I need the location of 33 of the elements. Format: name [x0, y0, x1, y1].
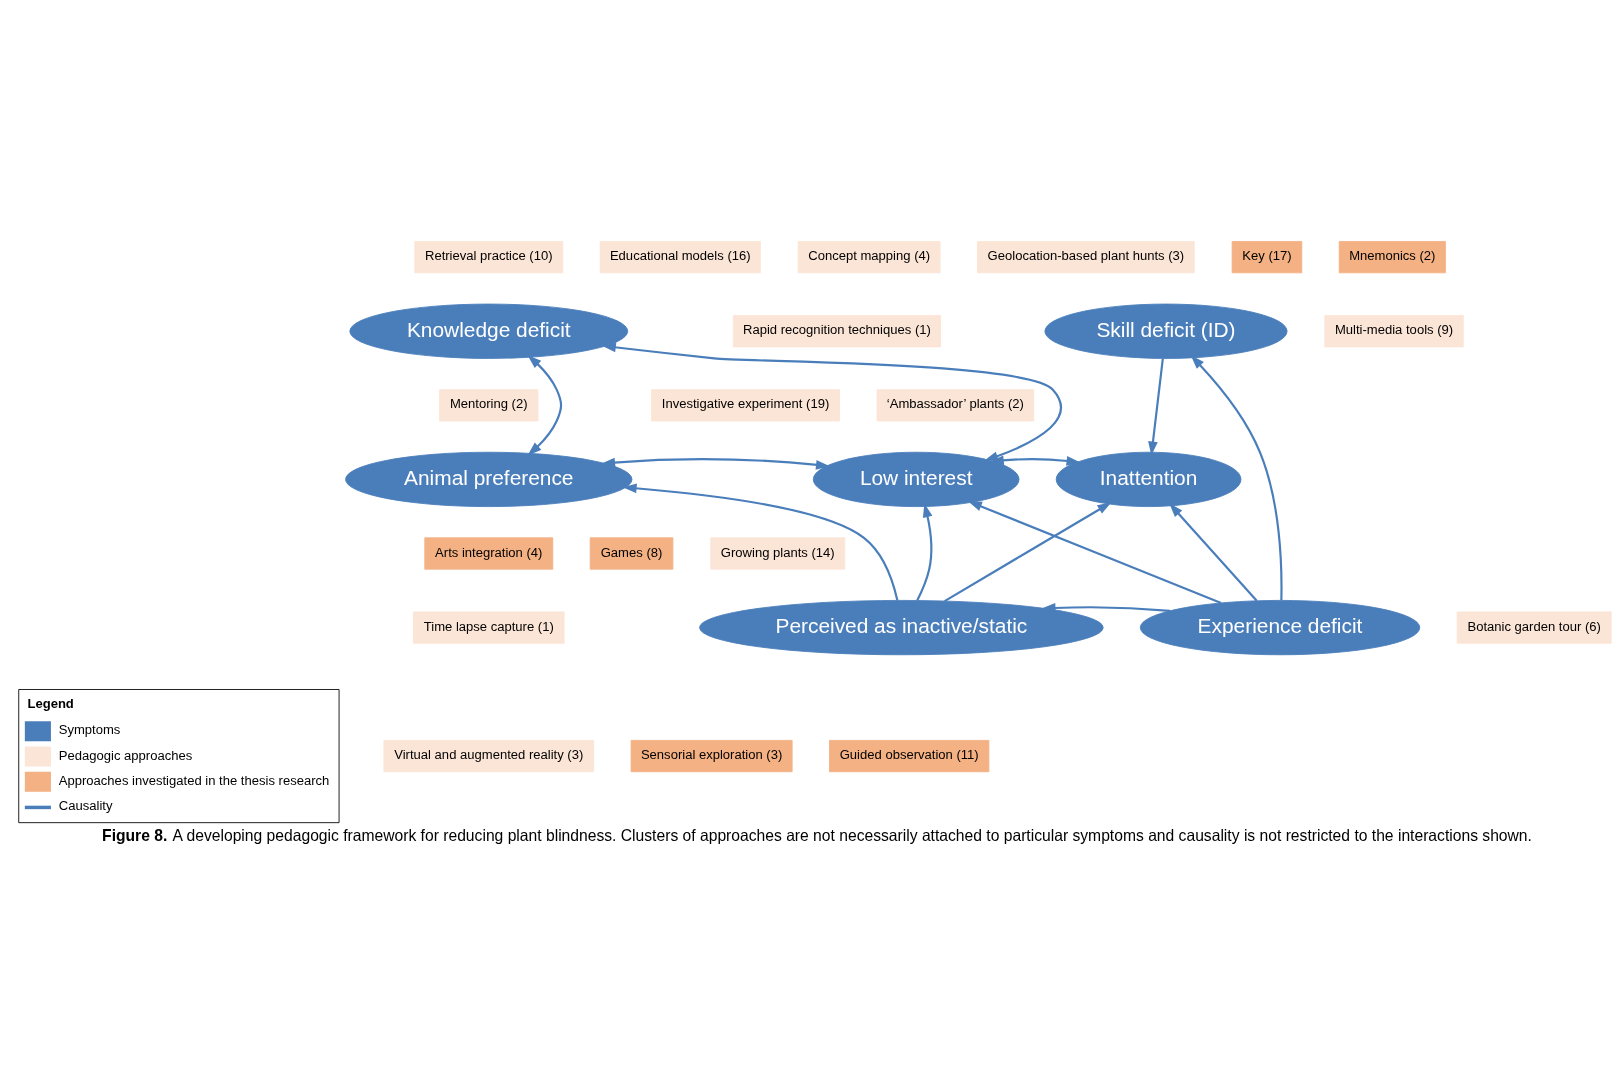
node-box: ‘Ambassador’ plants (2): [876, 388, 1035, 421]
node-box: Sensorial exploration (3): [630, 739, 793, 772]
node-box: Guided observation (11): [829, 739, 990, 772]
arrow: [968, 500, 1222, 604]
node-box: Mentoring (2): [439, 388, 539, 421]
node-box: Mnemonics (2): [1338, 240, 1446, 273]
arrow: [1148, 358, 1164, 455]
legend-label: Pedagogic approaches: [58, 747, 193, 763]
node-box: Investigative experiment (19): [651, 388, 840, 421]
label: Legend: [27, 695, 74, 711]
node-ellipse: Inattention: [1055, 451, 1242, 507]
node-box: Virtual and augmented reality (3): [383, 739, 595, 772]
node-box: Games (8): [589, 536, 674, 570]
node-ellipse: Skill deficit (ID): [1044, 303, 1288, 359]
node-box: Key (17): [1231, 240, 1303, 273]
node-ellipse: Animal preference: [345, 451, 633, 507]
node-box: Growing plants (14): [710, 536, 846, 570]
legend-label: Approaches investigated in the thesis research: [58, 772, 330, 788]
node-box: Educational models (16): [599, 240, 761, 273]
node-box: Rapid recognition techniques (1): [732, 314, 941, 347]
arrow: [944, 501, 1112, 602]
node-box: Retrieval practice (10): [414, 240, 564, 273]
node-box: Arts integration (4): [424, 536, 554, 570]
legend-label: Symptoms: [58, 721, 121, 737]
caption: Figure 8. A developing pedagogic framework for reducing plant blindness. Clusters of approaches are not necessarily attached to particular symptoms and causality is not restricted to the interactions shown.: [102, 826, 1532, 844]
node-box: Concept mapping (4): [797, 240, 941, 273]
node-box: Multi-media tools (9): [1324, 314, 1464, 347]
node-box: Botanic garden tour (6): [1456, 611, 1612, 644]
node-ellipse: Experience deficit: [1139, 599, 1421, 655]
legend-label: Causality: [58, 797, 113, 813]
node-ellipse: Knowledge deficit: [349, 303, 629, 359]
node-box: Time lapse capture (1): [413, 611, 565, 644]
node-box: Geolocation-based plant hunts (3): [977, 240, 1195, 273]
